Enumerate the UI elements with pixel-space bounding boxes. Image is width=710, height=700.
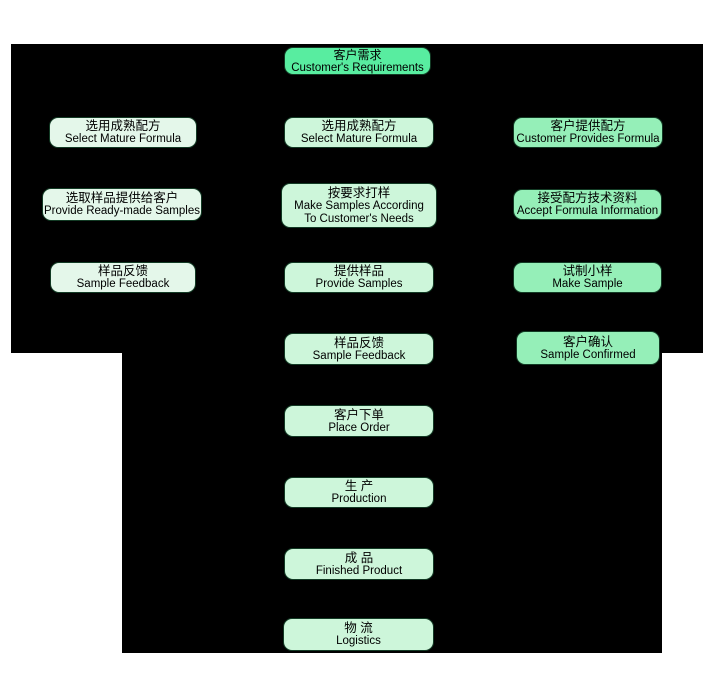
- node-mid-make-samples-according: 按要求打样 Make Samples According To Customer…: [281, 183, 437, 228]
- node-right-customer-provides-formula: 客户提供配方 Customer Provides Formula: [513, 117, 663, 148]
- node-label-en: Production: [331, 493, 387, 505]
- node-mid-place-order: 客户下单 Place Order: [284, 405, 434, 437]
- node-label-zh: 接受配方技术资料: [537, 191, 638, 205]
- node-label-zh: 物 流: [344, 621, 373, 635]
- node-label-zh: 选用成熟配方: [85, 119, 161, 133]
- node-label-en: Logistics: [336, 635, 381, 647]
- node-label-zh: 提供样品: [333, 264, 384, 278]
- node-label-en: Finished Product: [315, 564, 403, 577]
- node-label-en: Provide Samples: [315, 278, 403, 290]
- node-label-zh: 按要求打样: [327, 185, 391, 200]
- node-right-sample-confirmed: 客户确认 Sample Confirmed: [516, 331, 660, 365]
- node-label-en-line1: Make Samples According: [294, 199, 424, 212]
- node-left-provide-ready-made-samples: 选取样品提供给客户 Provide Ready-made Samples: [42, 188, 202, 221]
- node-label-en: Place Order: [328, 421, 390, 434]
- node-mid-logistics: 物 流 Logistics: [283, 618, 434, 651]
- node-label-en: Sample Feedback: [76, 278, 170, 290]
- node-label-zh: 客户提供配方: [550, 119, 626, 133]
- node-left-sample-feedback: 样品反馈 Sample Feedback: [50, 262, 196, 293]
- node-right-make-sample: 试制小样 Make Sample: [513, 262, 662, 293]
- node-label-zh: 选用成熟配方: [321, 119, 397, 133]
- node-label-en: Select Mature Formula: [64, 133, 182, 145]
- node-label-en: Customer Provides Formula: [516, 133, 660, 145]
- node-mid-production: 生 产 Production: [284, 477, 434, 508]
- node-label-en-line2: To Customer's Needs: [304, 212, 414, 225]
- node-label-zh: 成 品: [344, 550, 374, 565]
- node-label-en: Make Sample: [552, 278, 623, 290]
- node-label-zh: 选取样品提供给客户: [65, 191, 179, 205]
- node-label-zh: 试制小样: [562, 264, 613, 278]
- node-label-zh: 客户确认: [562, 334, 613, 349]
- node-left-select-mature-formula: 选用成熟配方 Select Mature Formula: [49, 117, 197, 148]
- node-label-zh: 样品反馈: [333, 335, 384, 350]
- node-label-en: Provide Ready-made Samples: [44, 205, 200, 217]
- node-label-zh: 生 产: [344, 479, 374, 493]
- node-mid-provide-samples: 提供样品 Provide Samples: [284, 262, 434, 293]
- node-label-zh: 客户需求: [333, 47, 382, 62]
- node-label-en: Customer's Requirements: [291, 61, 424, 74]
- node-mid-finished-product: 成 品 Finished Product: [284, 548, 434, 580]
- node-label-en: Accept Formula Information: [516, 205, 659, 217]
- node-label-zh: 样品反馈: [97, 264, 148, 278]
- node-label-en: Select Mature Formula: [300, 133, 418, 145]
- node-label-en: Sample Feedback: [312, 349, 406, 362]
- node-mid-select-mature-formula: 选用成熟配方 Select Mature Formula: [284, 117, 434, 148]
- node-label-en: Sample Confirmed: [540, 348, 636, 361]
- node-right-accept-formula-information: 接受配方技术资料 Accept Formula Information: [513, 189, 662, 220]
- node-customer-requirements: 客户需求 Customer's Requirements: [284, 47, 431, 75]
- node-label-zh: 客户下单: [333, 407, 384, 422]
- node-mid-sample-feedback: 样品反馈 Sample Feedback: [284, 333, 434, 365]
